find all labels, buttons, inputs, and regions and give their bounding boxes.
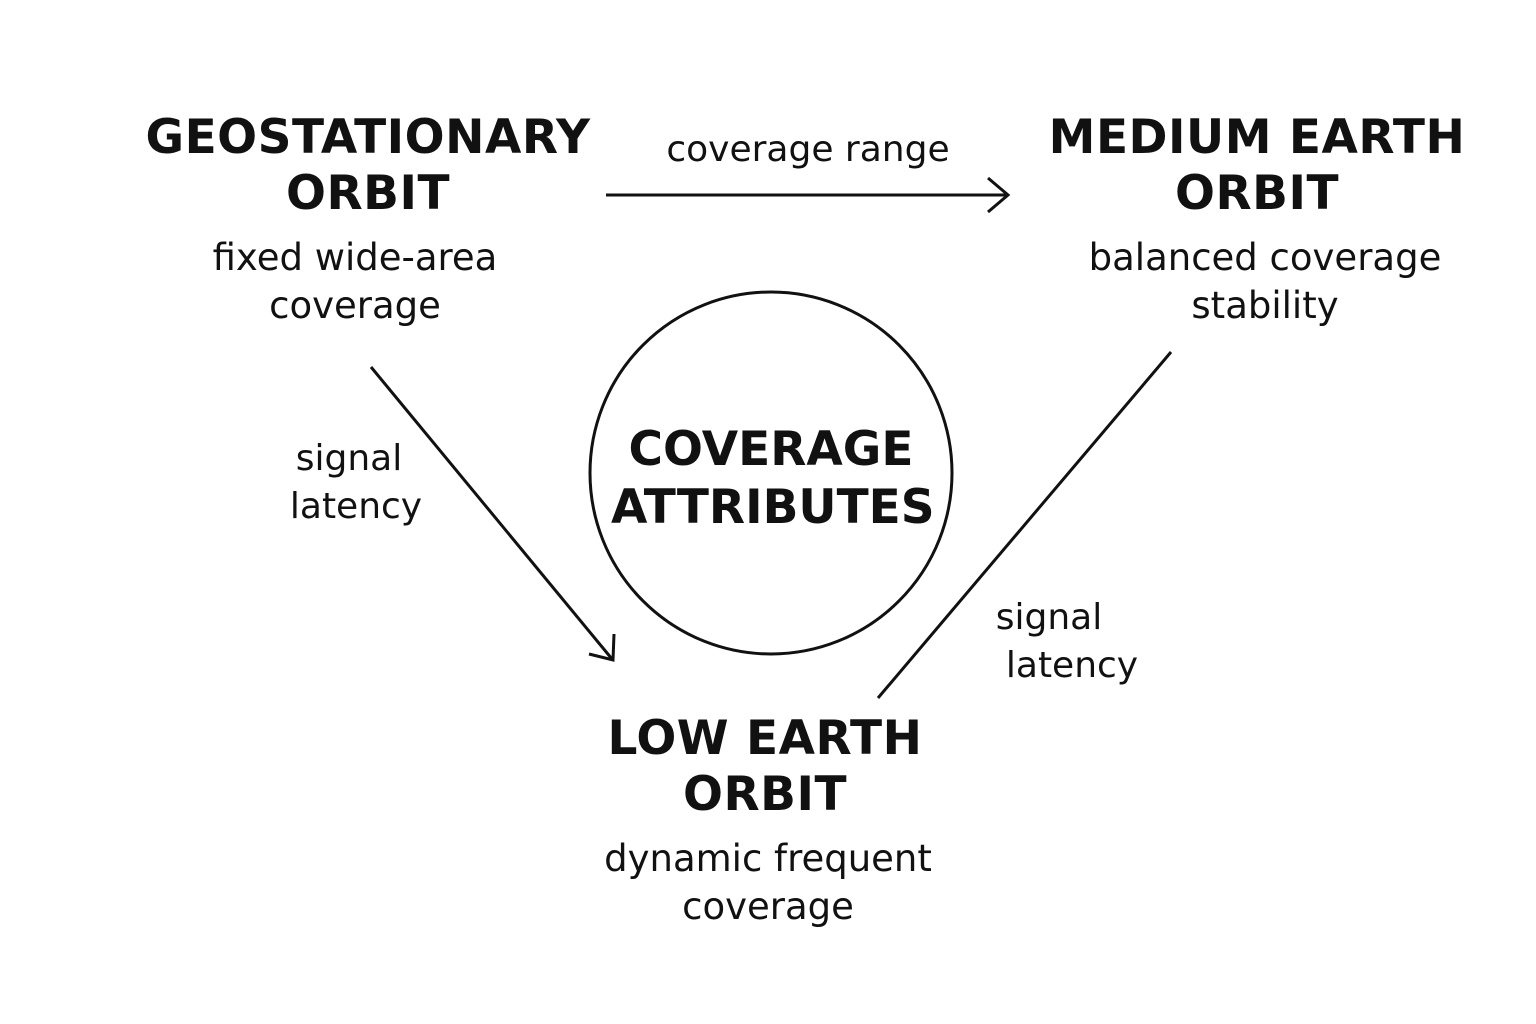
- meo-title: MEDIUM EARTH ORBIT: [1037, 110, 1477, 222]
- arrowhead-geo-to-leo: [588, 633, 616, 662]
- geo-description-line-1: fixed wide-area: [212, 236, 498, 279]
- leo-title: LOW EARTH ORBIT: [565, 711, 965, 823]
- edge-label-geo-meo-text: coverage range: [666, 129, 950, 170]
- meo-title-line-1: MEDIUM EARTH: [1048, 110, 1466, 165]
- edge-label-meo-leo: signal latency: [962, 594, 1182, 690]
- leo-description: dynamic frequent coverage: [568, 835, 968, 931]
- leo-description-line-1: dynamic frequent: [604, 837, 932, 880]
- geo-description: fixed wide-area coverage: [155, 234, 555, 330]
- geo-title: GEOSTATIONARY ORBIT: [118, 110, 618, 222]
- meo-title-line-2: ORBIT: [1174, 166, 1340, 221]
- edge-label-geo-leo-line-1: signal: [295, 438, 403, 479]
- meo-description-line-1: balanced coverage: [1088, 236, 1442, 279]
- edge-label-meo-leo-line-2: latency: [1005, 645, 1139, 686]
- edge-label-meo-leo-line-1: signal: [995, 597, 1103, 638]
- center-label: COVERAGE ATTRIBUTES: [611, 421, 935, 537]
- arrow-geo-to-leo: [369, 366, 614, 660]
- edge-label-geo-meo: coverage range: [638, 126, 978, 174]
- leo-title-line-2: ORBIT: [682, 767, 848, 822]
- meo-description: balanced coverage stability: [1060, 234, 1470, 330]
- geo-description-line-2: coverage: [269, 284, 441, 327]
- center-label-line-2: ATTRIBUTES: [611, 480, 935, 535]
- geo-title-line-1: GEOSTATIONARY: [145, 110, 591, 165]
- arrowhead-geo-to-meo: [987, 176, 1011, 214]
- center-label-line-1: COVERAGE: [628, 422, 914, 477]
- edge-label-geo-leo: signal latency: [256, 435, 456, 531]
- edge-label-geo-leo-line-2: latency: [289, 486, 423, 527]
- center-circle: [588, 290, 954, 656]
- leo-title-line-1: LOW EARTH: [607, 711, 923, 766]
- line-meo-to-leo: [876, 351, 1173, 699]
- geo-title-line-2: ORBIT: [285, 166, 451, 221]
- leo-description-line-2: coverage: [682, 885, 854, 928]
- meo-description-line-2: stability: [1191, 284, 1339, 327]
